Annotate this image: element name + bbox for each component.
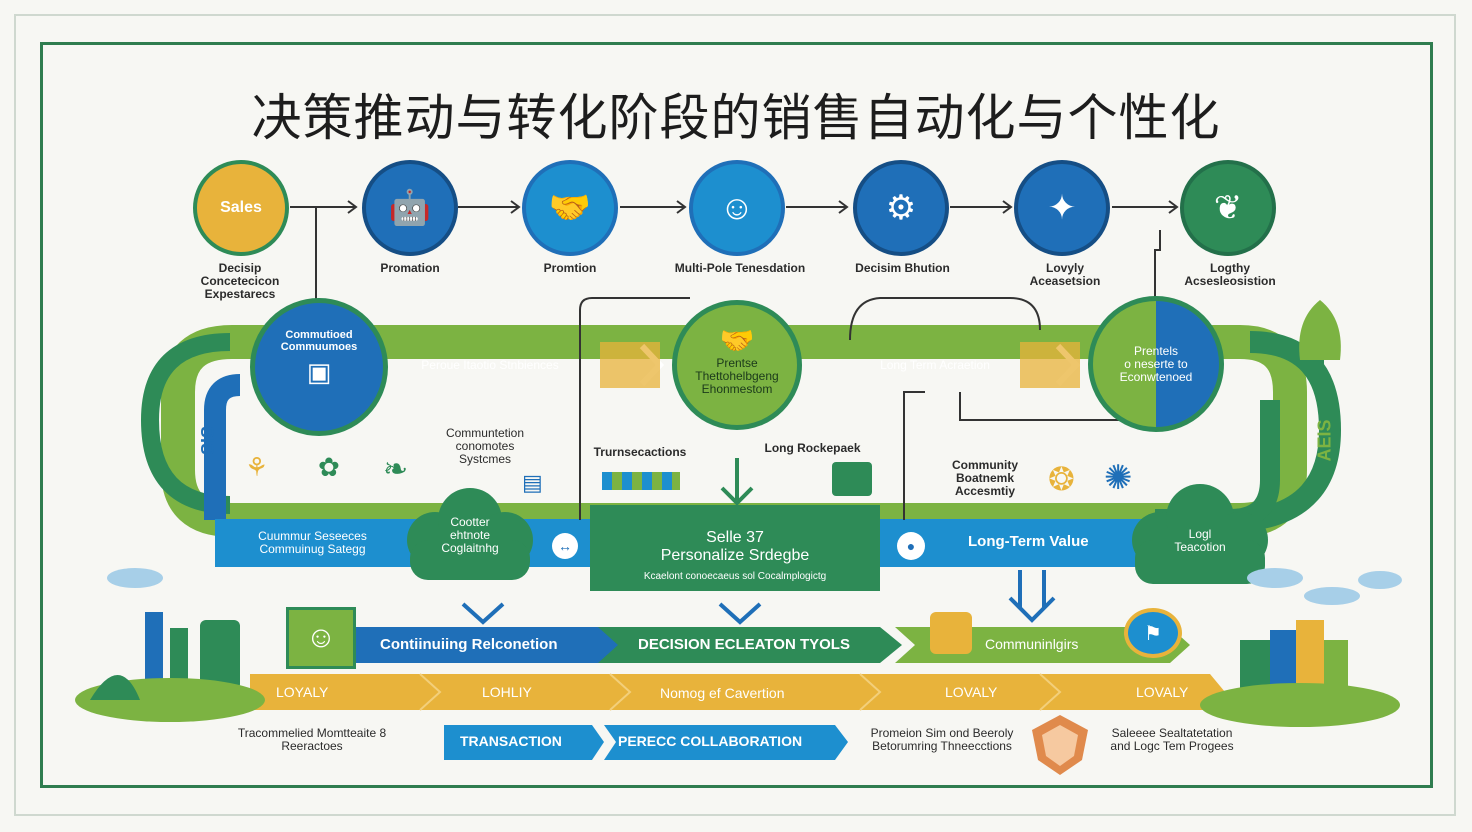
- page-title: 决策推动与转化阶段的销售自动化与个性化: [251, 89, 1221, 147]
- hub-right-label: Prentels o neserte to Econwtenoed: [1119, 343, 1193, 384]
- sales-icon-text: Sales: [220, 199, 262, 216]
- top-label-7: Logthy Acsesleosistion: [1184, 261, 1276, 288]
- top-label-4: Multi-Pole Tenesdation: [674, 261, 806, 275]
- hub-right: Prentels o neserte to Econwtenoed: [1088, 296, 1224, 432]
- leaf-group-icon: ❧: [383, 453, 409, 486]
- group-icon: ✿: [318, 452, 340, 482]
- blue-band-right-label: Long-Term Value: [968, 533, 1089, 550]
- cloud-left: [407, 488, 533, 580]
- yellow-accent-right: [1020, 342, 1080, 388]
- team-ring-icon: ✺: [1104, 459, 1133, 497]
- top-arrows: [290, 200, 1179, 520]
- center-box-subtitle: Kcaelont conoecaeus sol Cocalmplogictg: [643, 571, 827, 582]
- hub-center-label: Prentse Thettohelbgeng Ehonmestom: [695, 356, 779, 396]
- folder-icon: [832, 462, 872, 496]
- arrow-band-2-label: DECISION ECLEATON TYOLS: [638, 636, 850, 653]
- communication-label: Communtetion conomotes Systcmes: [445, 426, 525, 466]
- landscape-left: [75, 612, 265, 722]
- chat-bubble-icon: ●: [897, 532, 925, 560]
- hub-left: Commutioed Commuumoes ▣: [250, 298, 388, 436]
- sales-icon: Sales: [193, 160, 289, 256]
- top-label-6: Lovyly Aceasetsion: [1029, 261, 1101, 288]
- green-right-outer: [1248, 331, 1342, 531]
- community-label: Community Boatnemk Accesmtiy: [952, 458, 1018, 498]
- chat-icon: ▣: [306, 356, 332, 387]
- gear-box-icon: [930, 612, 972, 654]
- globe-icon: ⚑: [1124, 608, 1182, 658]
- down-arrow-green: [720, 458, 754, 506]
- network-icon: ⚙: [853, 160, 949, 256]
- people-network-icon: ✦: [1014, 160, 1110, 256]
- loyalty-label-3: Nomog ef Cavertion: [660, 685, 785, 701]
- landscape-right: [1200, 620, 1400, 727]
- cloud-left-label: Cootter ehtnote Coglaitnhg: [441, 515, 499, 555]
- tree-icon: [1299, 300, 1341, 390]
- center-box-title: Selle 37 Personalize Srdegbe: [660, 529, 810, 564]
- cloud-right: [1132, 484, 1268, 584]
- vertical-label-left: SIS: [198, 425, 219, 456]
- server-icon: ▤: [522, 470, 543, 495]
- blue-band-left-label: Cuummur Seseeces Commuinug Sategg: [258, 529, 367, 556]
- center-box: Selle 37 Personalize Srdegbe Kcaelont co…: [590, 505, 880, 591]
- long-rockepack-label: Long Rockepaek: [764, 441, 861, 455]
- yellow-accent-left: [600, 342, 660, 388]
- arrow-band-green: [598, 627, 902, 663]
- bottom-mid-text: Promeion Sim ond Beeroly Betorumring Thn…: [870, 726, 1014, 753]
- green-band-left-label: Peroue Itaotio Stnbiences: [421, 358, 559, 372]
- transaction-button[interactable]: TRANSACTION: [460, 733, 562, 749]
- loyalty-label-5: LOVALY: [1136, 684, 1189, 700]
- hub-center: 🤝 Prentse Thettohelbgeng Ehonmestom: [672, 300, 802, 430]
- green-band-right-label: Long Term Acraetion: [880, 358, 990, 372]
- loyalty-band: [250, 674, 1225, 710]
- loyalty-label-4: LOVALY: [945, 684, 998, 700]
- robot-icon: 🤖: [362, 160, 458, 256]
- handshake-icon: 🤝: [522, 160, 618, 256]
- vertical-label-right: AEIS: [1314, 419, 1335, 462]
- handshake-hub-icon: 🤝: [719, 325, 755, 356]
- top-label-2: Promation: [380, 261, 440, 275]
- ring-icon: ❂: [1048, 461, 1075, 497]
- inner-frame: [40, 42, 1433, 788]
- coin-icon: ⚘: [245, 452, 269, 482]
- arrow-band-1-label: Contiinuiing Relconetion: [380, 636, 558, 653]
- arrow-band-3-label: Communinlgirs: [985, 636, 1079, 652]
- bottom-left-text: Tracommelied Momtteaite 8 Reeractoes: [237, 726, 387, 753]
- arrow-band-blue: [355, 627, 620, 663]
- cloud-right-label: Logl Teacotion: [1174, 527, 1226, 554]
- collaboration-button[interactable]: PERECC COLLABORATION: [618, 733, 803, 749]
- blue-loop-band: [204, 374, 241, 520]
- bottom-right-text: Saleeee Sealtatetation and Logc Tem Prog…: [1110, 726, 1234, 753]
- collaboration-shape: [604, 725, 848, 760]
- top-label-3: Promtion: [543, 261, 597, 275]
- top-label-1: Decisip Concetecicon Expestarecs: [200, 261, 280, 301]
- loyalty-label-2: LOHLIY: [482, 684, 532, 700]
- green-outer-band: [140, 333, 231, 514]
- chevron-down-icon: [461, 602, 505, 625]
- person-icon: ☺: [689, 160, 785, 256]
- transactions-label: Trurnsecactions: [593, 445, 687, 459]
- presentation-icon: ☺: [286, 607, 356, 669]
- top-label-5: Decisim Bhution: [855, 261, 950, 275]
- arrow-left-icon: ↔: [552, 533, 578, 559]
- transaction-shape: [444, 725, 604, 760]
- hub-left-label: Commutioed Commuumoes: [280, 328, 358, 353]
- down-arrow-blue: [1008, 570, 1056, 623]
- bar-icon: [602, 472, 680, 490]
- outer-frame: [14, 14, 1456, 816]
- loyalty-label-1: LOYALY: [276, 684, 329, 700]
- leaf-icon: ❦: [1180, 160, 1276, 256]
- small-clouds: [107, 568, 1402, 605]
